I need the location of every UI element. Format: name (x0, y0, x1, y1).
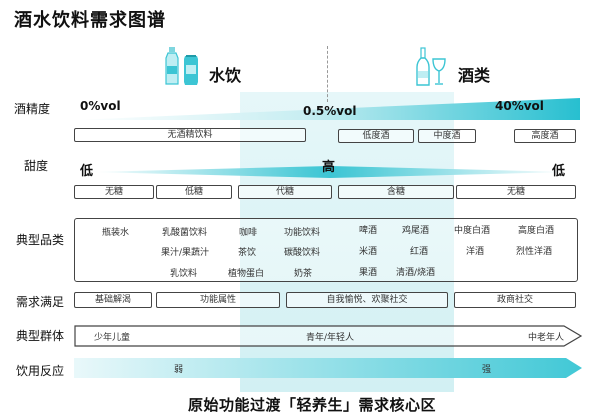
sweetness-gradient-bar (92, 166, 568, 178)
audience-arrow (74, 325, 583, 347)
need-basic-thirst: 基础解渴 (74, 292, 152, 308)
row-label-reaction: 饮用反应 (16, 364, 65, 378)
audience-youth: 青年/年轻人 (306, 333, 355, 343)
product-item: 中度白酒 (454, 226, 491, 236)
product-item: 高度白酒 (518, 226, 555, 236)
page-title: 酒水饮料需求图谱 (14, 10, 166, 31)
need-functional: 功能属性 (156, 292, 280, 308)
section-divider (327, 46, 328, 102)
product-item: 洋酒 (466, 247, 485, 257)
product-item: 米酒 (359, 247, 378, 257)
need-pleasure-social: 自我愉悦、欢聚社交 (286, 292, 448, 308)
audience-children: 少年儿童 (94, 333, 131, 343)
reaction-weak: 弱 (174, 365, 184, 375)
alcohol-mark-low: 0%vol (80, 99, 121, 113)
sweetness-sugar-free-1: 无糖 (74, 185, 154, 199)
product-item: 咖啡 (239, 228, 258, 238)
wine-bottle-icon (416, 47, 430, 86)
product-item: 功能饮料 (284, 228, 321, 238)
product-item: 果汁/果蔬汁 (161, 248, 210, 258)
product-item: 啤酒 (359, 226, 378, 236)
product-item: 奶茶 (294, 269, 313, 279)
product-item: 乳酸菌饮料 (162, 228, 208, 238)
typical-products-box (74, 218, 578, 282)
alcohol-mark-high: 40%vol (495, 99, 544, 113)
sweetness-mark-left: 低 (80, 164, 94, 179)
reaction-gradient-arrow (74, 358, 582, 378)
product-item: 瓶装水 (102, 228, 130, 238)
row-label-sweetness: 甜度 (24, 159, 49, 173)
core-zone-caption: 原始功能过渡「轻养生」需求核心区 (188, 396, 437, 414)
sweetness-mark-center: 高 (322, 160, 336, 175)
sweetness-sugar-free-2: 无糖 (456, 185, 576, 199)
sweetness-with-sugar: 含糖 (338, 185, 454, 199)
alcohol-mark-mid: 0.5%vol (303, 104, 357, 118)
need-business-social: 政商社交 (454, 292, 576, 308)
sweetness-sugar-substitute: 代糖 (238, 185, 332, 199)
product-item: 红酒 (410, 247, 429, 257)
reaction-strong: 强 (482, 365, 492, 375)
category-medium-alcohol: 中度酒 (418, 129, 476, 143)
product-item: 茶饮 (238, 248, 257, 258)
water-bottle-icon (165, 47, 179, 85)
category-high-alcohol: 高度酒 (514, 129, 576, 143)
row-label-typical-products: 典型品类 (16, 233, 65, 247)
row-label-needs: 需求满足 (16, 295, 65, 309)
product-item: 清酒/烧酒 (396, 268, 436, 278)
drink-can-icon (184, 55, 198, 85)
audience-elderly: 中老年人 (528, 333, 565, 343)
row-label-audience: 典型群体 (16, 329, 65, 343)
product-item: 鸡尾酒 (402, 226, 430, 236)
product-item: 乳饮料 (170, 269, 198, 279)
alcohol-gradient-wedge (76, 98, 580, 120)
header-alcohol: 酒类 (458, 66, 491, 85)
header-water-drinks: 水饮 (209, 66, 242, 85)
product-item: 果酒 (359, 268, 378, 278)
row-label-alcohol-content: 酒精度 (14, 102, 51, 116)
sweetness-mark-right: 低 (552, 164, 566, 179)
wine-glass-icon (432, 58, 446, 85)
product-item: 烈性洋酒 (516, 247, 553, 257)
product-item: 碳酸饮料 (284, 248, 321, 258)
product-item: 植物蛋白 (228, 269, 265, 279)
sweetness-low-sugar: 低糖 (156, 185, 232, 199)
category-low-alcohol: 低度酒 (338, 129, 414, 143)
category-non-alcoholic: 无酒精饮料 (74, 128, 306, 142)
